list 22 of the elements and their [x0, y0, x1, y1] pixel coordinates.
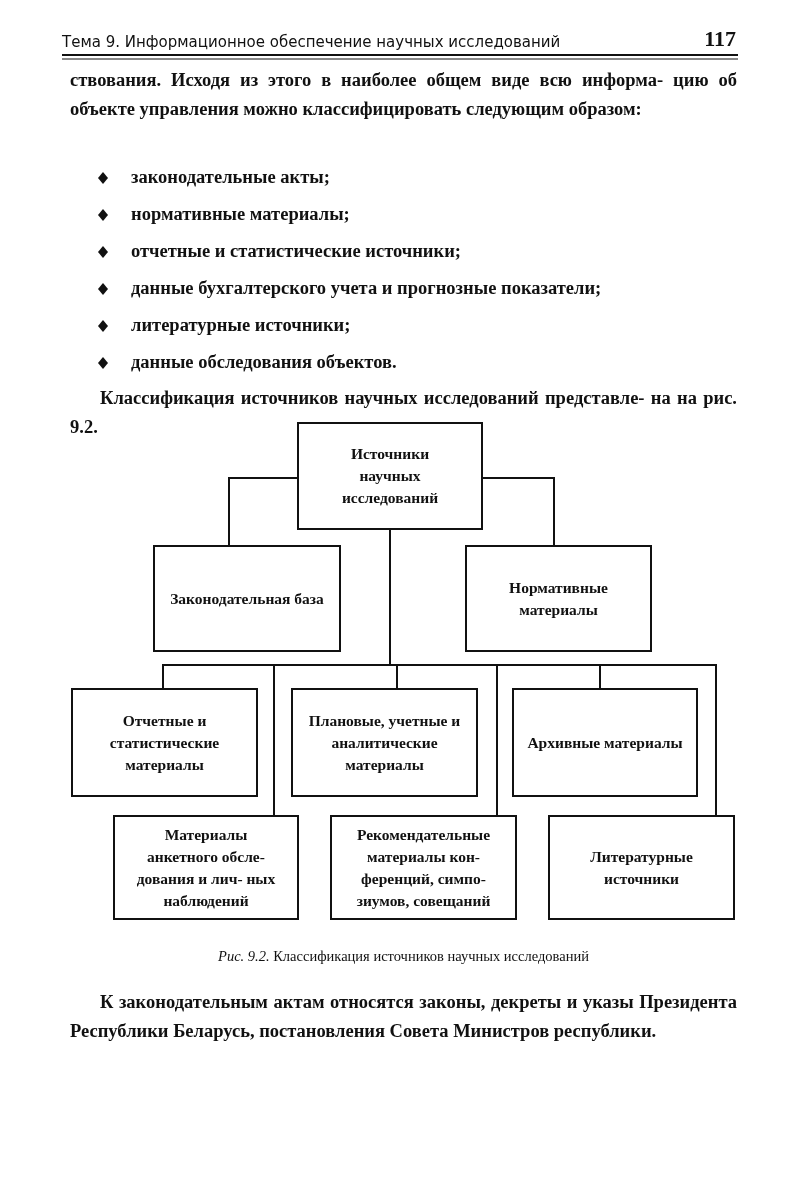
category-box: Материалы анкетного обсле- дования и лич- ных наблюдений	[113, 815, 299, 920]
page-number: 117	[703, 25, 736, 53]
bullet-item-text: данные бухгалтерского учета и прогнозные показатели;	[131, 277, 603, 300]
category-box: Литературные источники	[548, 815, 735, 920]
bullet-item-text: отчетные и статистические источники;	[131, 240, 462, 263]
category-box: Архивные материалы	[512, 688, 698, 797]
paragraph: К законодательным актам относятся законы, декреты и указы Президента Республики Беларусь, постановления Совета Министров республики.	[70, 991, 737, 1043]
category-box: Законодательная база	[153, 545, 341, 652]
bullet-item-text: данные обследования объектов.	[131, 351, 398, 374]
figure-caption: Рис. 9.2. Классификация источников научных исследований	[217, 947, 590, 966]
category-box: Плановые, учетные и аналитические материалы	[291, 688, 478, 797]
paragraph: ствования. Исходя из этого в наиболее общем виде всю информа- цию об объекте управления можно классифицировать следующим образом:	[70, 69, 737, 121]
category-box: Рекомендательные материалы кон- ференций, симпо- зиумов, совещаний	[330, 815, 517, 920]
connector-line	[482, 477, 555, 546]
bullet-item-text: нормативные материалы;	[131, 203, 351, 226]
bullet-item-text: литературные источники;	[131, 314, 352, 337]
category-box: Источники научных исследований	[297, 422, 483, 530]
connector-line	[228, 477, 298, 546]
category-box: Отчетные и статистические материалы	[71, 688, 258, 797]
bullet-item-text: законодательные акты;	[131, 166, 331, 189]
running-header: Тема 9. Информационное обеспечение научных исследований	[62, 32, 562, 53]
category-box: Нормативные материалы	[465, 545, 652, 652]
